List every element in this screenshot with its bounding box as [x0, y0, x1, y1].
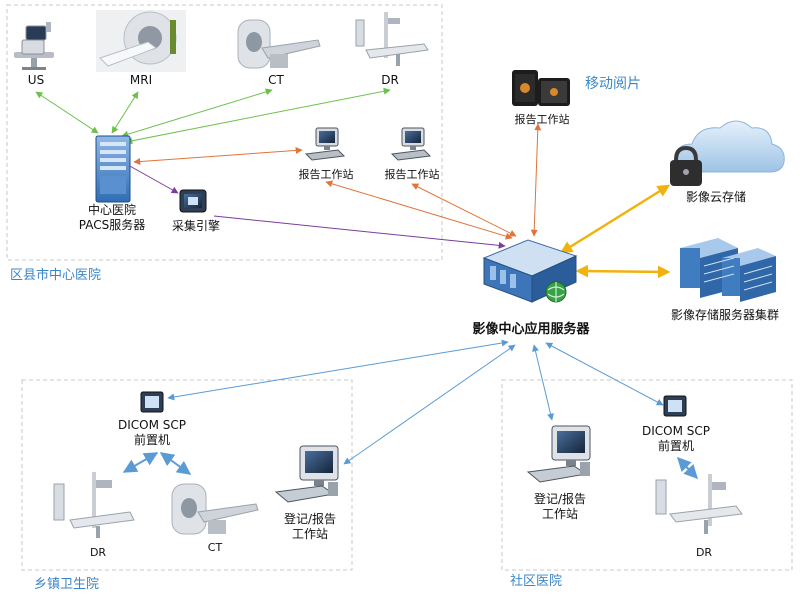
cloud-storage-label: 影像云存储 [685, 190, 746, 204]
pacs-server-label: 中心医院 PACS服务器 [78, 203, 146, 232]
app-server-label: 影像中心应用服务器 [472, 322, 590, 337]
cloud-storage-icon [670, 120, 785, 186]
dr-left-device-icon [53, 472, 135, 538]
collector-icon [179, 189, 207, 213]
region-box-county [6, 4, 443, 261]
report-workstation-2-label: 报告工作站 [384, 168, 440, 181]
dicom-scp-left-label: DICOM SCP 前置机 [117, 418, 186, 447]
dr-right-label: DR [695, 546, 713, 559]
reg-report-workstation-left-icon [274, 445, 339, 503]
orange-links [133, 123, 542, 240]
mobile-reading-label: 移动阅片 [585, 76, 641, 92]
report-workstation-2-icon [390, 127, 432, 161]
us-device-icon [14, 22, 54, 70]
dr-top-label: DR [381, 73, 399, 87]
region-label-county: 区县市中心医院 [10, 268, 102, 283]
dr-left-label: DR [89, 546, 107, 559]
region-label-community: 社区医院 [510, 574, 563, 589]
reg-report-left-label: 登记/报告 工作站 [283, 512, 337, 541]
green-links [35, 87, 391, 145]
mobile-report-workstation-label: 报告工作站 [514, 113, 570, 126]
collector-label: 采集引擎 [171, 219, 220, 233]
dr-top-device-icon [355, 12, 429, 66]
report-workstation-1-icon [304, 127, 346, 161]
reg-report-workstation-right-icon [526, 425, 591, 483]
dr-right-device-icon [655, 474, 743, 534]
app-server-icon [482, 239, 578, 303]
report-workstation-1-label: 报告工作站 [298, 168, 354, 181]
ct-top-label: CT [268, 73, 284, 87]
us-label: US [27, 73, 45, 87]
blue-links [167, 339, 664, 465]
mri-label: MRI [129, 73, 153, 87]
pacs-server-icon [95, 135, 131, 203]
dicom-scp-right-icon [663, 395, 687, 417]
region-label-township: 乡镇卫生院 [34, 577, 100, 592]
dicom-scp-right-label: DICOM SCP 前置机 [641, 424, 710, 453]
storage-cluster-icon [680, 238, 776, 302]
ct-left-device-icon [171, 483, 259, 535]
mri-device-icon [96, 10, 186, 72]
purple-links [127, 164, 506, 249]
region-box-community [501, 379, 793, 571]
dicom-scp-left-icon [140, 391, 164, 413]
gold-links [559, 184, 671, 279]
mobile-tablet-icon [512, 70, 570, 106]
reg-report-right-label: 登记/报告 工作站 [533, 492, 587, 521]
storage-cluster-label: 影像存储服务器集群 [670, 308, 779, 322]
ct-top-device-icon [237, 19, 321, 69]
blue-thick-links [122, 452, 698, 480]
ct-left-label: CT [207, 541, 223, 554]
